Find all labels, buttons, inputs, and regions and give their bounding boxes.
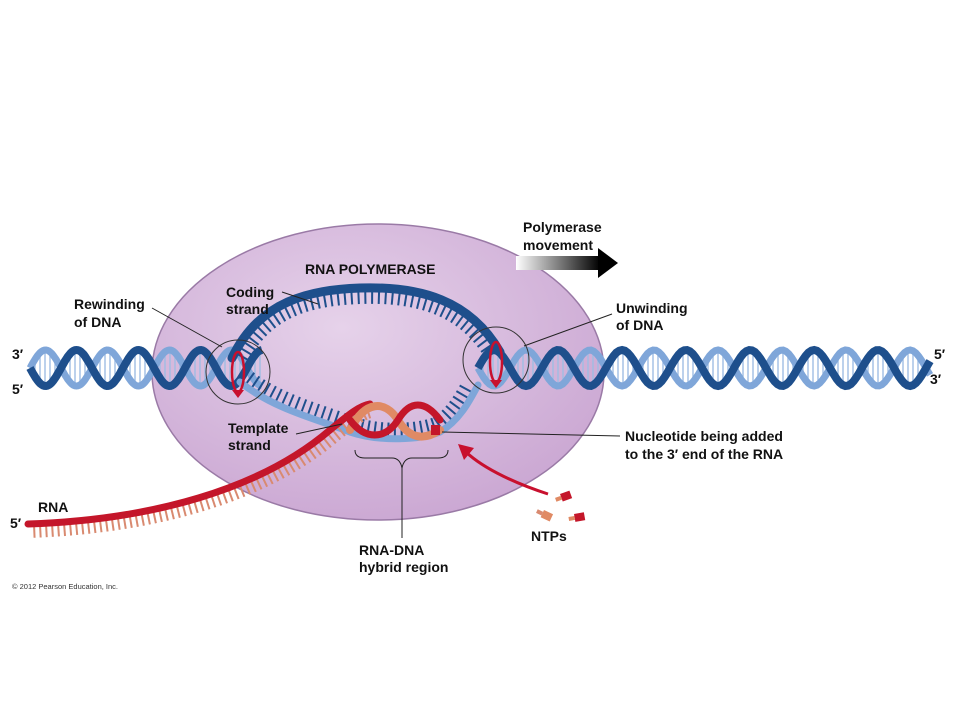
template-strand-label-2: strand [228,437,271,453]
unwinding-circle [462,326,530,394]
dna-end-label: 5′ [934,346,946,362]
coding-strand-label: Coding [226,284,274,300]
polymerase-movement-label-2: movement [523,237,593,253]
hybrid-region-label: RNA-DNA [359,542,424,558]
dna-end-label: 5′ [12,381,24,397]
copyright-notice: © 2012 Pearson Education, Inc. [12,582,118,591]
rna-label: RNA [38,499,68,515]
leader-unwinding [523,313,613,347]
ntps-label: NTPs [531,528,567,544]
leader-coding [281,291,319,305]
leader-template [295,423,343,435]
unwinding-label: Unwinding [616,300,688,316]
rna-end-label: 5′ [10,515,22,531]
rewinding-label-2: of DNA [74,314,121,330]
rewinding-label: Rewinding [74,296,145,312]
leader-rewinding [151,307,223,348]
ntp-molecule [536,509,554,522]
ntp-incorporation-arrow [458,444,549,496]
ntps-cluster [536,490,586,522]
dna-double-helix-right [474,345,934,391]
polymerase-movement-label: Polymerase [523,219,602,235]
rewinding-circle [205,339,271,405]
rna-dna-hybrid-helix [346,401,444,441]
ntp-molecule [555,490,573,502]
template-strand-label: Template [228,420,289,436]
ntp-molecule [568,512,586,522]
coding-strand [227,283,505,363]
nucleotide-label-2: to the 3′ end of the RNA [625,446,783,462]
dna-end-label: 3′ [12,346,24,362]
dna-end-label: 3′ [930,371,942,387]
hybrid-region-label-2: hybrid region [359,559,448,575]
unwinding-rotation-arrow-icon [490,380,502,388]
polymerase-movement-arrow [516,248,618,278]
dna-double-helix-left [26,345,264,391]
unwinding-label-2: of DNA [616,317,663,333]
nucleotide-label: Nucleotide being added [625,428,783,444]
rna-polymerase-label: RNA POLYMERASE [305,261,435,277]
rewinding-rotation-arrow-icon [232,390,244,398]
nucleotide-being-added [431,425,440,435]
coding-strand-label-2: strand [226,301,269,317]
leader-nucleotide [441,431,621,437]
